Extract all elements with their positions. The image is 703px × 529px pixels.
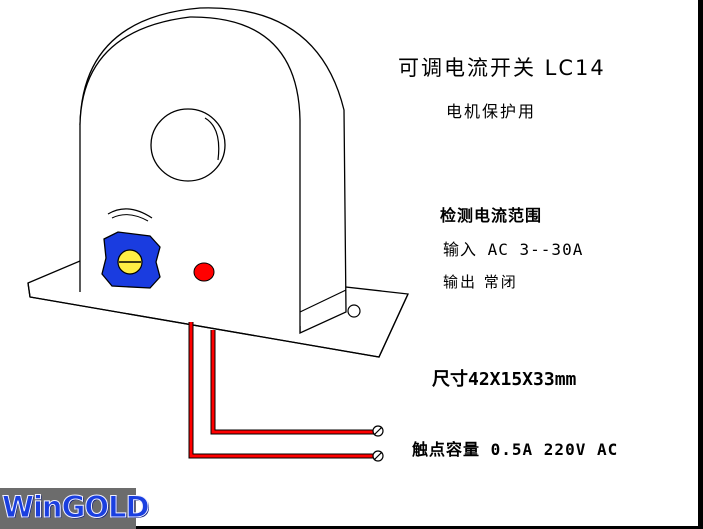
base-plate-side	[27, 282, 31, 298]
base-plate-edge	[29, 293, 409, 358]
brand-logo: WinGOLD	[0, 488, 150, 529]
lead-wire-2	[189, 322, 374, 458]
product-title: 可调电流开关 LC14	[398, 56, 606, 80]
range-heading: 检测电流范围	[440, 206, 543, 225]
through-hole-inner-edge	[204, 117, 220, 161]
terminal-2-slash	[373, 451, 383, 461]
spec-output: 输出 常闭	[443, 273, 518, 291]
mounting-hole-icon	[347, 304, 361, 318]
spec-input: 输入 AC 3--30A	[443, 240, 584, 259]
indicator-led-icon	[193, 262, 215, 282]
through-hole-icon	[150, 108, 226, 182]
housing-base-edge	[299, 289, 347, 313]
dimensions-label: 尺寸42X15X33mm	[432, 369, 577, 390]
adjust-arc-mark	[107, 208, 153, 219]
lead-wire-1	[211, 330, 374, 434]
terminal-1-slash	[373, 426, 383, 436]
brand-logo-text: WinGOLD	[2, 490, 151, 525]
contact-rating-label: 触点容量 0.5A 220V AC	[412, 440, 619, 459]
adjust-arc-mark-inner	[111, 214, 149, 222]
product-subtitle: 电机保护用	[446, 102, 537, 121]
